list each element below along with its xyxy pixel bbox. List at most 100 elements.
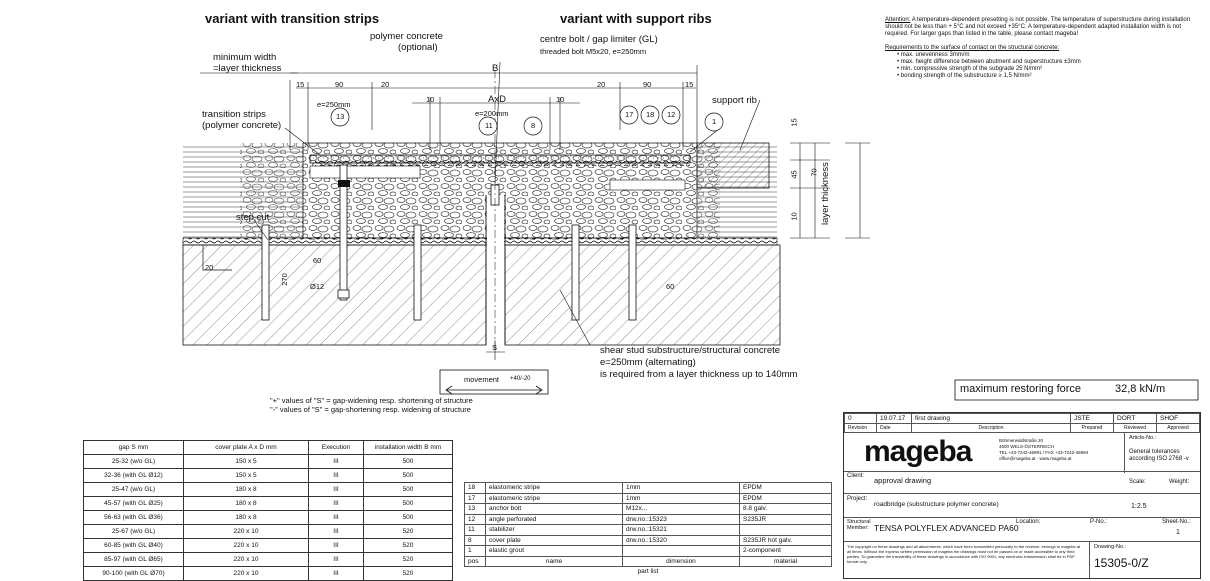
polymer-concrete-label: polymer concrete — [370, 31, 443, 42]
movement-box — [439, 369, 549, 395]
shear-stud-label-1: shear stud substructure/structural concr… — [600, 345, 781, 356]
table-cell: 520 — [363, 552, 453, 567]
project-label: Project: — [847, 496, 868, 502]
table-cell: 0 — [844, 413, 877, 424]
table-cell: 25-32 (w/o GL) — [83, 454, 184, 469]
table-cell: angle perforated — [485, 513, 623, 525]
dim-60-right: 60 — [666, 282, 675, 291]
table-cell: III — [308, 524, 364, 539]
structural-concrete-left — [182, 244, 487, 346]
weight-label: Weight: — [1169, 479, 1190, 485]
s-note-1: "+" values of "S" = gap-widening resp. s… — [270, 396, 473, 405]
client-label: Client: — [847, 473, 865, 479]
table-cell: 520 — [363, 524, 453, 539]
parts-list-title: part list — [637, 568, 659, 576]
table-cell: Description — [911, 423, 1071, 433]
structural-concrete-right — [504, 244, 781, 346]
shear-stud-label-3: is required from a layer thickness up to… — [600, 369, 798, 380]
notes-block: Attention: A temperature-dependent prese… — [885, 17, 1200, 80]
table-cell: 220 x 10 — [183, 566, 309, 581]
support-rib-label: support rib — [712, 95, 757, 106]
table-cell: 25-47 (w/o GL) — [83, 482, 184, 497]
dim-90-right: 90 — [643, 80, 652, 89]
dim-20-step: 20 — [205, 263, 214, 272]
table-cell: material — [739, 555, 832, 567]
dim-S: S — [492, 343, 498, 352]
callout-8: 8 — [531, 121, 536, 130]
title-block: 0 19.07.17 first drawing JSTE DORT SHOF … — [843, 412, 1201, 579]
dim-270: 270 — [279, 273, 289, 286]
callout-markers — [330, 105, 724, 136]
table-cell: III — [308, 496, 364, 511]
table-cell: JSTE — [1070, 413, 1114, 424]
dim-90-left: 90 — [335, 80, 344, 89]
callout-18: 18 — [646, 110, 655, 119]
mageba-logo: mageba — [864, 435, 972, 468]
table-cell: 220 x 10 — [183, 524, 309, 539]
table-cell: drw.no.:15320 — [622, 534, 740, 546]
table-cell: Prepared — [1070, 423, 1114, 433]
table-cell: elastomeric stripe — [485, 482, 623, 494]
restoring-force-value: 32,8 kN/m — [1115, 383, 1166, 395]
dim-10-left: 10 — [426, 95, 435, 104]
member-label: Structural Member: — [847, 519, 871, 531]
table-cell: III — [308, 510, 364, 525]
table-cell — [622, 545, 740, 557]
attention-label: Attention: — [885, 17, 911, 23]
dim-v70: 70 — [809, 168, 819, 177]
heading-transition-strips: variant with transition strips — [205, 11, 380, 26]
table-cell: first drawing — [911, 413, 1071, 424]
table-cell: III — [308, 552, 364, 567]
callout-17: 17 — [625, 110, 634, 119]
req-item: max. unevenness 3mm/m — [900, 52, 970, 58]
table-cell: Approved — [1156, 423, 1200, 433]
drawing-label: Drawing-No.: — [1094, 544, 1127, 550]
movement-label: movement — [464, 375, 500, 384]
waterproof-layer — [182, 237, 778, 246]
table-cell: Revision — [844, 423, 877, 433]
table-cell: Date — [876, 423, 912, 433]
table-cell: elastomeric stripe — [485, 492, 623, 504]
table-cell: 220 x 10 — [183, 552, 309, 567]
table-cell: 2-component — [739, 545, 832, 557]
table-cell: SHOF — [1156, 413, 1200, 424]
company-address: Böhmerwaldstraße 20 4600 WELS-ÖSTERREICH… — [999, 438, 1089, 461]
table-cell: 8 — [464, 534, 486, 546]
table-cell: anchor bolt — [485, 503, 623, 515]
table-cell: 13 — [464, 503, 486, 515]
table-cell: 520 — [363, 566, 453, 581]
table-cell: 500 — [363, 496, 453, 511]
polymer-concrete-paren-label: (polymer concrete) — [202, 120, 282, 131]
table-cell: dimension — [622, 555, 740, 567]
table-cell: 1mm — [622, 482, 740, 494]
table-cell: 60-85 (with GL Ø40) — [83, 538, 184, 553]
gap-header: cover plate A x D mm — [183, 440, 309, 455]
table-cell: 11 — [464, 524, 486, 536]
article-label: Article-No.: — [1129, 435, 1157, 441]
table-cell: 500 — [363, 510, 453, 525]
drawing-number: 15305-0/Z — [1094, 556, 1149, 570]
gap-table: gap S mm cover plate A x D mm Execution … — [83, 440, 453, 581]
dim-20-right: 20 — [597, 80, 606, 89]
attention-text: A temperature-dependent presetting is no… — [885, 17, 1191, 37]
restoring-force-box — [954, 379, 1199, 401]
table-cell: 18 — [464, 482, 486, 494]
table-cell: 500 — [363, 482, 453, 497]
table-cell: 90-100 (with GL Ø70) — [83, 566, 184, 581]
table-cell: 8.8 galv. — [739, 503, 832, 515]
dim-15-left: 15 — [296, 80, 305, 89]
sheet-label: Sheet-No.: — [1162, 519, 1191, 525]
scale-label: Scale: — [1129, 479, 1146, 485]
elastomeric-stripe — [315, 161, 690, 166]
dim-v45: 45 — [789, 170, 799, 179]
table-cell: 150 x 5 — [183, 454, 309, 469]
dim-20-left: 20 — [381, 80, 390, 89]
